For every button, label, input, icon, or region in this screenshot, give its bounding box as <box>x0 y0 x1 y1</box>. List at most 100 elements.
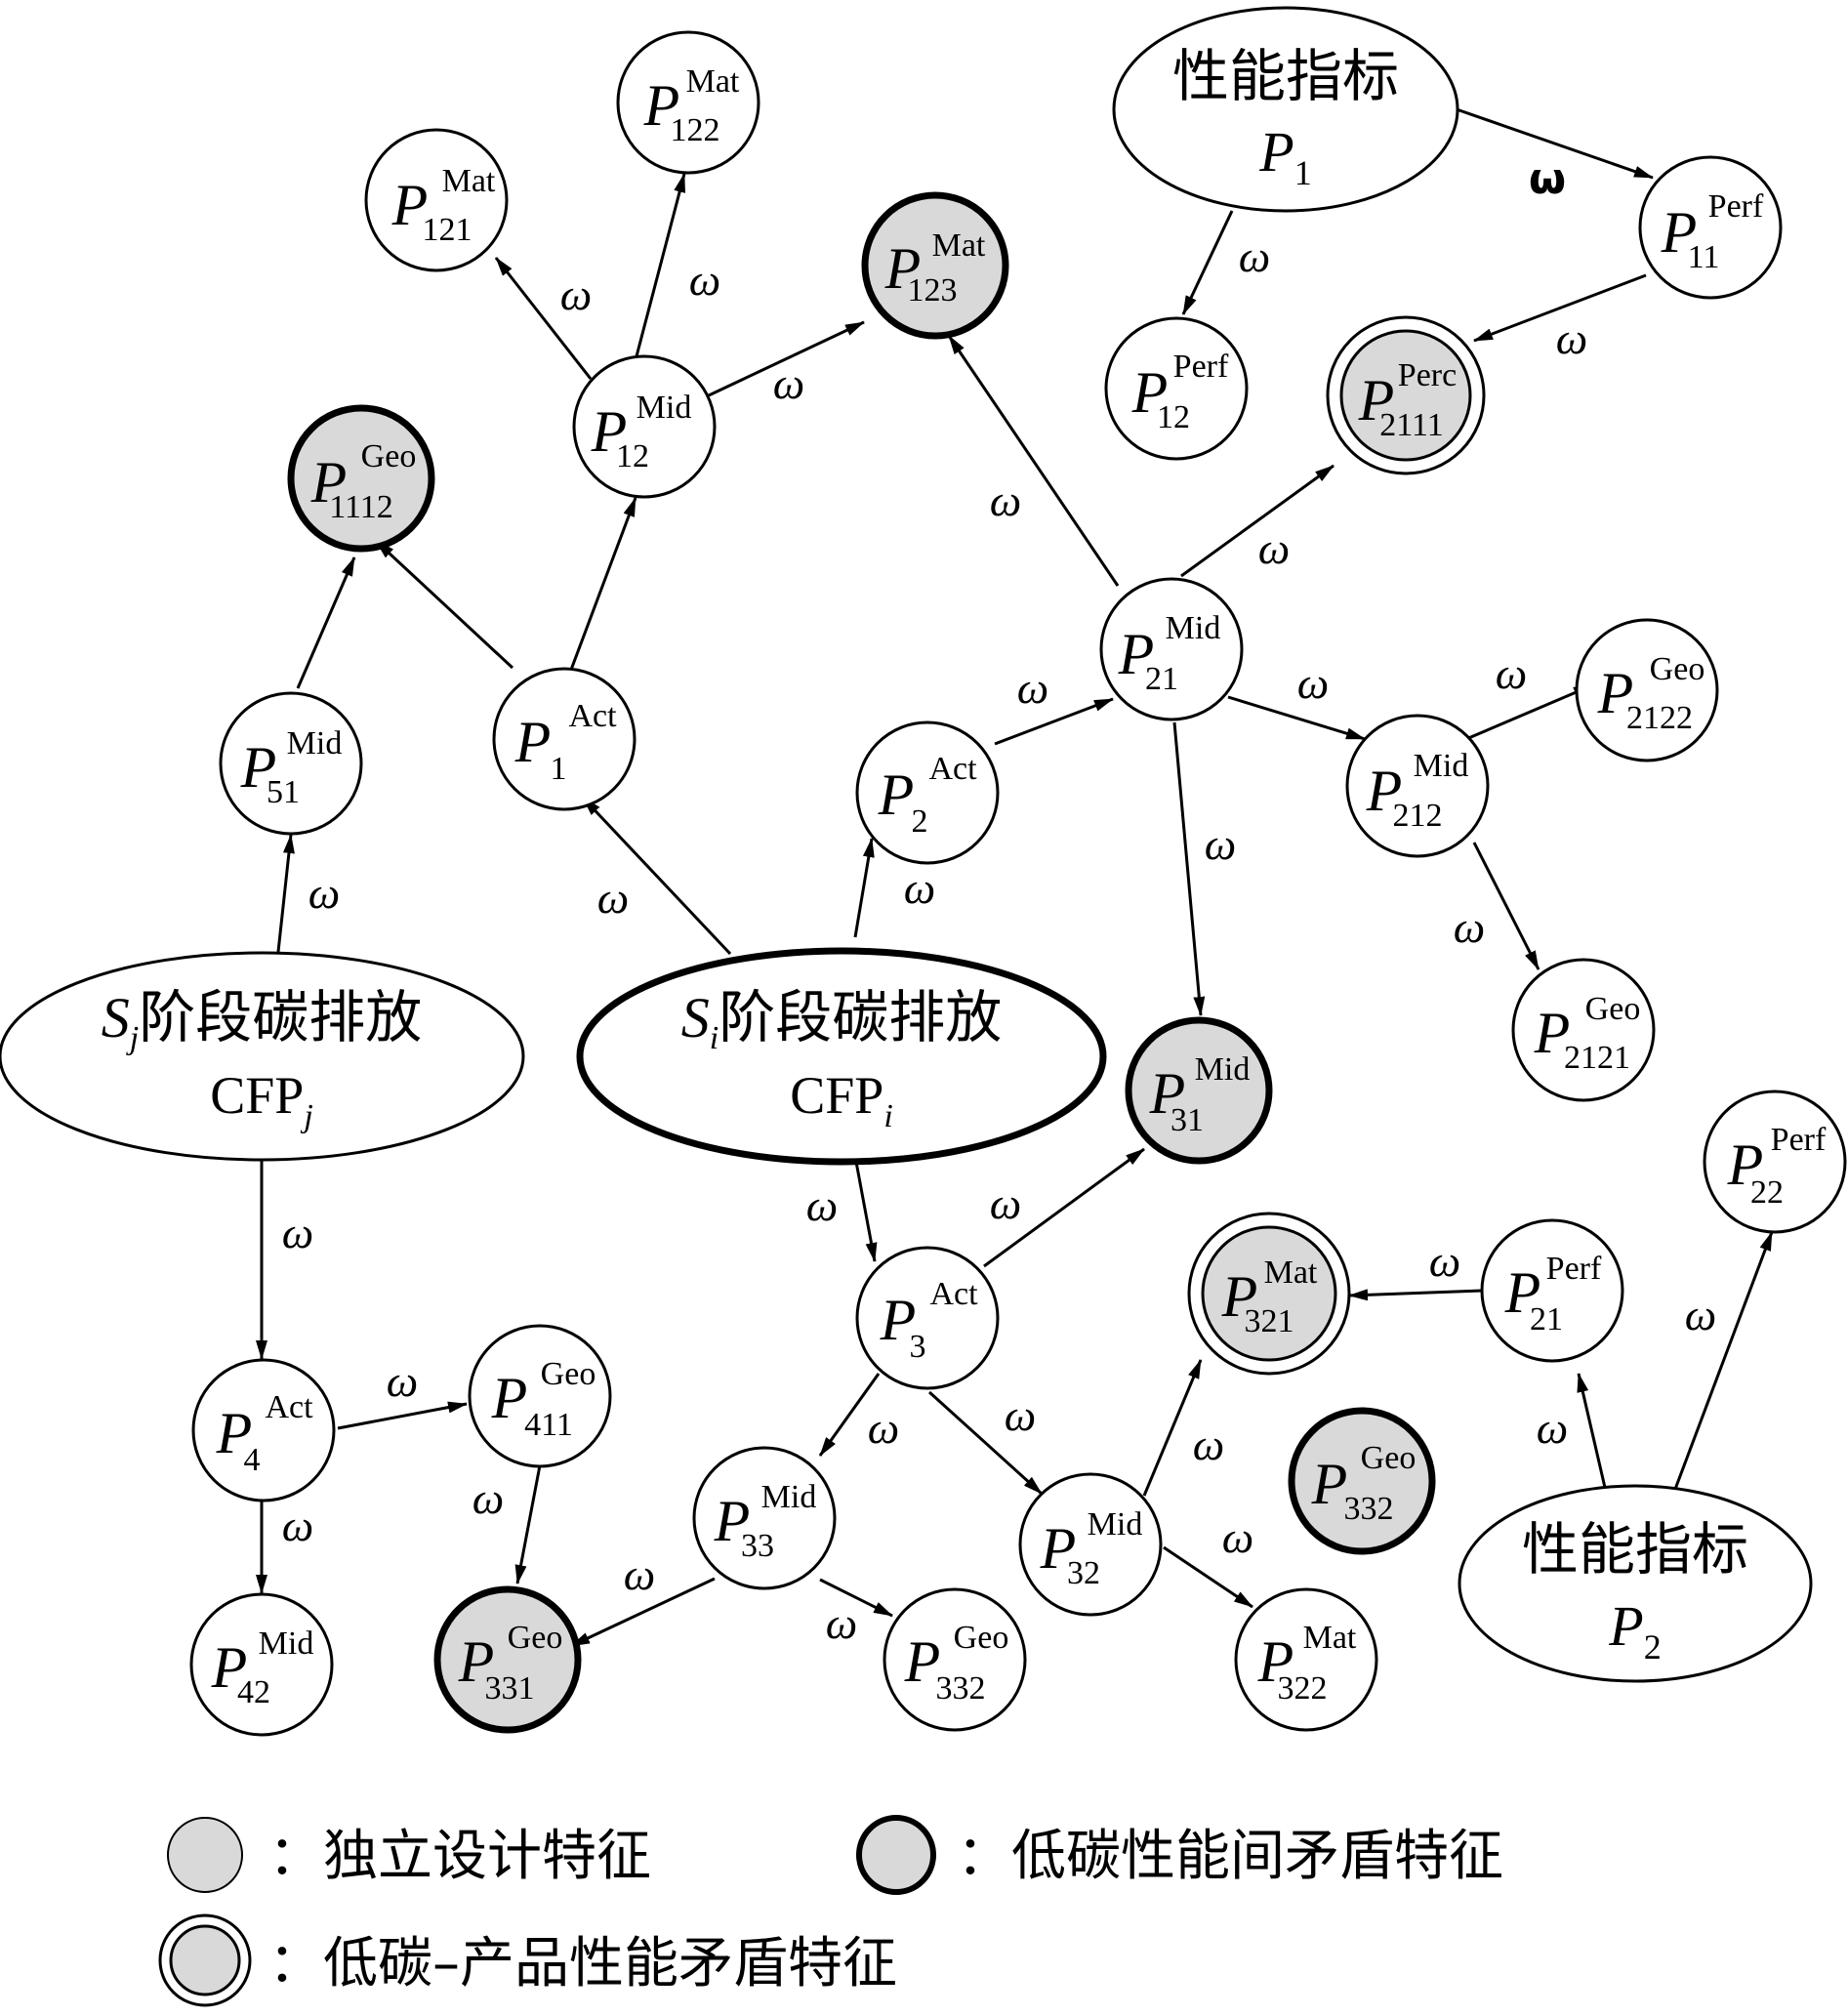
edge-p1act-p1112 <box>374 539 514 670</box>
edge-weight-label: ω <box>773 358 804 408</box>
edge-weight-label: ω <box>1556 313 1587 363</box>
edge-weight-label: ω <box>308 868 340 918</box>
edge-p11-p2111 <box>1473 273 1647 343</box>
edge-p21mid-p31 <box>1172 721 1206 1016</box>
edge-p21mid-p123 <box>947 335 1120 587</box>
edge-weight-label: ω <box>472 1473 504 1523</box>
edge-weight-label: ω <box>1537 1403 1568 1453</box>
ellipse-title: 性能指标 <box>1522 1516 1748 1583</box>
edge-weight-label: ω <box>826 1598 857 1648</box>
edge-weight-label: ω <box>868 1403 899 1453</box>
edge-weight-label: ω <box>1222 1512 1253 1562</box>
edge-p2index-p21perf <box>1577 1373 1608 1493</box>
edge-p21mid-p212 <box>1227 695 1366 741</box>
edge-p21mid-p2111 <box>1180 464 1335 578</box>
ellipse-title: Si阶段碳排放 <box>681 984 1002 1056</box>
edge-p2index-p22 <box>1672 1231 1774 1493</box>
edge-weight-label: ω <box>990 1178 1021 1228</box>
legend-label: ：低碳性能间矛盾特征 <box>957 1825 1503 1888</box>
edge-p3act-p32 <box>927 1390 1044 1496</box>
ellipse-variable: P1 <box>1258 120 1311 192</box>
edge-weight-label: ω <box>560 269 592 319</box>
edge-p12mid-p123 <box>708 320 865 397</box>
edge-p12mid-p121 <box>494 257 593 380</box>
ellipse-variable: CFPj <box>210 1066 313 1134</box>
edge-si-p3act <box>854 1161 878 1262</box>
edge-p12mid-p122 <box>635 173 686 357</box>
legend-label: ：低碳–产品性能矛盾特征 <box>268 1932 897 1995</box>
edge-p51-p1112 <box>296 556 356 689</box>
edge-p3act-p31 <box>983 1147 1145 1268</box>
legend: ：独立设计特征 ：低碳性能间矛盾特征 ：低碳–产品性能矛盾特征 <box>158 1815 1503 2007</box>
edge-p2act-p21mid <box>994 697 1114 746</box>
legend-label: ：独立设计特征 <box>268 1825 651 1888</box>
legend-item-independent: ：独立设计特征 <box>167 1817 651 1893</box>
edge-weight-label: ω <box>990 475 1021 525</box>
edge-sj-p51 <box>276 834 295 953</box>
edge-p1index-p11 <box>1456 107 1654 180</box>
performance-index-p2-ellipse: 性能指标 P2 <box>1458 1484 1813 1683</box>
edge-weight-label: ω <box>282 1501 313 1550</box>
edge-weight-label: ω <box>1258 523 1290 573</box>
edge-weight-label: ω <box>1685 1290 1716 1339</box>
ellipse-title: 性能指标 <box>1172 43 1399 109</box>
edge-p411-p331 <box>514 1464 542 1584</box>
edge-weight-label: ω <box>1239 231 1270 281</box>
edge-weight-label: ω <box>904 863 935 913</box>
edge-weight-label: ω <box>1017 663 1048 713</box>
edge-p212-p2121 <box>1472 842 1540 970</box>
edge-p32-p322 <box>1163 1545 1253 1609</box>
edge-weight-label: ω <box>387 1356 418 1406</box>
edge-weight-label: ω <box>1529 154 1566 204</box>
edge-p1index-p12perf <box>1181 210 1234 315</box>
edge-p21perf-p321 <box>1348 1289 1483 1301</box>
edge-weight-label: ω <box>1454 902 1485 952</box>
ellipse-title: Sj阶段碳排放 <box>102 984 422 1056</box>
edge-weight-label: ω <box>624 1549 655 1599</box>
edge-weight-label: ω <box>1297 658 1329 708</box>
edge-p212-p2122 <box>1465 683 1593 741</box>
ellipse-variable: CFPi <box>790 1066 893 1134</box>
edge-p4act-p411 <box>337 1401 468 1430</box>
